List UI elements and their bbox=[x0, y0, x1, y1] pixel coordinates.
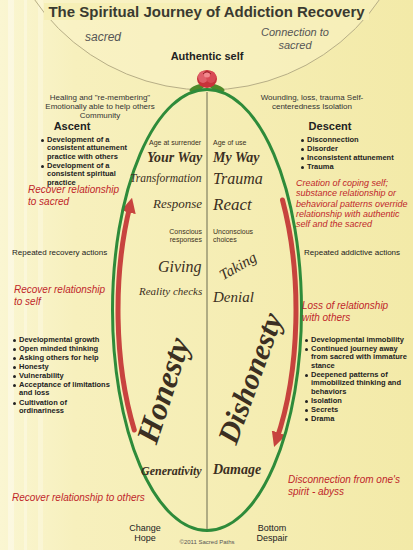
bullet-dot bbox=[305, 348, 308, 351]
bullet-item: Drama bbox=[304, 415, 408, 423]
bullet-dot bbox=[305, 400, 308, 403]
label: Connection to sacred bbox=[259, 26, 331, 51]
bullet-dot bbox=[41, 139, 44, 142]
bullet-dot bbox=[13, 402, 16, 405]
red-note: Recover relationship to sacred bbox=[28, 184, 128, 207]
journey-word: Age of use bbox=[213, 139, 246, 147]
journey-word: Honesty bbox=[129, 333, 198, 448]
bullet-item: Vulnerability bbox=[12, 372, 110, 380]
streak bbox=[38, 0, 43, 550]
streak bbox=[8, 0, 14, 550]
journey-word: Giving bbox=[158, 258, 202, 276]
journey-word: Trauma bbox=[213, 170, 263, 188]
bullet-dot bbox=[13, 339, 16, 342]
journey-word: React bbox=[213, 195, 252, 215]
label: Repeated recovery actions bbox=[12, 248, 117, 257]
ellipse-outline bbox=[111, 88, 303, 532]
bullet-item: Development of a consistent spiritual pr… bbox=[40, 162, 140, 187]
red-note: Recover relationship to self bbox=[14, 284, 110, 307]
red-note: Creation of coping self; substance relat… bbox=[296, 178, 408, 230]
bullet-item: Cultivation of ordinariness bbox=[12, 399, 110, 416]
label: Change Hope bbox=[124, 523, 166, 544]
bullet-item: Developmental immobility bbox=[304, 336, 408, 344]
bullet-item: Acceptance of limitations and loss bbox=[12, 381, 110, 398]
journey-ellipse: Age at surrender Age of useYour Way My Way… bbox=[111, 88, 303, 532]
red-note: Disconnection from one's spirit - abyss bbox=[288, 474, 408, 497]
journey-word: Your Way bbox=[147, 150, 202, 166]
bullet-item: Inconsistent attunement bbox=[300, 154, 400, 162]
journey-word: Age at surrender bbox=[149, 139, 201, 147]
bullet-dot bbox=[13, 348, 16, 351]
red-note: Recover relationship to others bbox=[12, 492, 152, 504]
bullet-item: Trauma bbox=[300, 163, 400, 171]
journey-word: Damage bbox=[213, 462, 261, 478]
label: Authentic self bbox=[147, 50, 267, 63]
journey-word: Reality checks bbox=[139, 285, 202, 298]
bullet-dot bbox=[41, 165, 44, 168]
bullet-item: Deepened patterns of immobilized thinkin… bbox=[304, 371, 408, 396]
title: The Spiritual Journey of Addiction Recov… bbox=[44, 3, 368, 20]
journey-word: Generativity bbox=[141, 465, 202, 479]
bullet-dot bbox=[305, 374, 308, 377]
bullet-item: Disorder bbox=[300, 145, 400, 153]
bullet-item: Continued journey away from sacred with … bbox=[304, 345, 408, 370]
bullet-dot bbox=[13, 375, 16, 378]
sacred-circle bbox=[0, 0, 413, 90]
journey-word: Denial bbox=[213, 289, 254, 306]
bullet-item: Developmental growth bbox=[12, 336, 110, 344]
bullet-item: Isolation bbox=[304, 397, 408, 405]
label: Ascent bbox=[32, 120, 112, 133]
bullet-item: Honesty bbox=[12, 363, 110, 371]
bullet-item: Disconnection bbox=[300, 136, 400, 144]
label: ©2011 Sacred Paths bbox=[157, 539, 257, 546]
journey-word: My Way bbox=[213, 150, 260, 166]
bullet-item: Development of a consistent attunement p… bbox=[40, 136, 140, 161]
bullet-item: Asking others for help bbox=[12, 354, 110, 362]
bullet-dot bbox=[301, 148, 304, 151]
journey-word: Conscious responses bbox=[150, 228, 202, 244]
bullet-dot bbox=[301, 139, 304, 142]
bullet-dot bbox=[13, 357, 16, 360]
bullet-dot bbox=[301, 166, 304, 169]
label: Wounding, loss, trauma Self-centeredness… bbox=[245, 93, 380, 111]
bullet-dot bbox=[305, 418, 308, 421]
label: sacred bbox=[73, 31, 133, 45]
journey-word: Unconscious choices bbox=[213, 228, 265, 244]
journey-word: Transformation bbox=[130, 172, 202, 185]
journey-word: Response bbox=[153, 197, 202, 212]
bullet-dot bbox=[305, 409, 308, 412]
bullet-dot bbox=[305, 339, 308, 342]
label: Healing and "re-membering" Emotionally a… bbox=[33, 93, 168, 121]
bullet-dot bbox=[13, 384, 16, 387]
label: Repeated addictive actions bbox=[304, 248, 409, 257]
streak bbox=[24, 0, 27, 550]
journey-word: Dishonesty bbox=[210, 308, 289, 448]
bullet-dot bbox=[13, 366, 16, 369]
bullet-item: Open minded thinking bbox=[12, 345, 110, 353]
bullet-dot bbox=[301, 157, 304, 160]
red-note: Loss of relationship with others bbox=[302, 300, 407, 323]
label: Bottom Despair bbox=[249, 523, 295, 544]
journey-word: Taking bbox=[216, 249, 260, 284]
label: Descent bbox=[290, 120, 370, 133]
center-line bbox=[207, 92, 208, 532]
bullet-item: Secrets bbox=[304, 406, 408, 414]
